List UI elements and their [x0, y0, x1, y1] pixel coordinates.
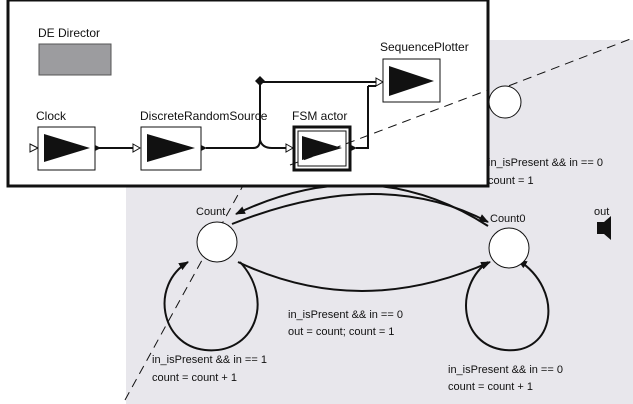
sequence-plotter-actor[interactable]	[375, 58, 441, 103]
plotter-label: SequencePlotter	[380, 40, 469, 54]
plotter-play-icon	[389, 66, 434, 96]
perspective-line-front	[289, 89, 489, 166]
state-count0[interactable]	[488, 227, 530, 269]
fsm-actor[interactable]	[285, 125, 357, 172]
clock-actor[interactable]	[29, 126, 101, 171]
right-loop-guard: in_isPresent && in == 0	[448, 364, 563, 376]
fsm-actor-label: FSM actor	[292, 109, 347, 123]
left-self-loop-arrow[interactable]	[163, 261, 259, 352]
clock-input-port	[29, 143, 40, 153]
clock-label: Clock	[36, 109, 67, 123]
top-transition-action: count = 1	[488, 175, 534, 187]
transition-labels: in_isPresent && in == 0 count = 1 in_isP…	[152, 157, 603, 393]
output-port-label: out	[594, 206, 609, 218]
transition-middle-arrow[interactable]	[237, 261, 491, 292]
state-count0-label: Count0	[490, 213, 525, 225]
top-level-model-panel: DE Director Clock DiscreteRandomSource	[6, 0, 490, 188]
connections	[96, 81, 376, 149]
fsm-actor-play-icon	[302, 136, 342, 160]
state-count[interactable]	[196, 221, 238, 263]
left-loop-action: count = count + 1	[152, 372, 237, 384]
director-label: DE Director	[38, 26, 100, 40]
left-loop-guard: in_isPresent && in == 1	[152, 354, 267, 366]
output-port[interactable]: out	[594, 206, 611, 240]
relation-diamond[interactable]	[255, 76, 265, 86]
random-source-label: DiscreteRandomSource	[140, 109, 268, 123]
middle-transition-guard: in_isPresent && in == 0	[288, 309, 403, 321]
de-director[interactable]	[38, 43, 112, 76]
right-self-loop-arrow[interactable]	[465, 259, 550, 352]
middle-transition-action: out = count; count = 1	[288, 326, 394, 338]
random-source-play-icon	[147, 134, 195, 162]
top-transition-guard: in_isPresent && in == 0	[488, 157, 603, 169]
random-source-actor[interactable]	[132, 126, 207, 171]
output-port-icon	[597, 216, 611, 240]
right-loop-action: count = count + 1	[448, 381, 533, 393]
partial-state-circle[interactable]	[488, 85, 522, 119]
state-count-label: Count	[196, 206, 225, 218]
clock-play-icon	[44, 134, 90, 162]
